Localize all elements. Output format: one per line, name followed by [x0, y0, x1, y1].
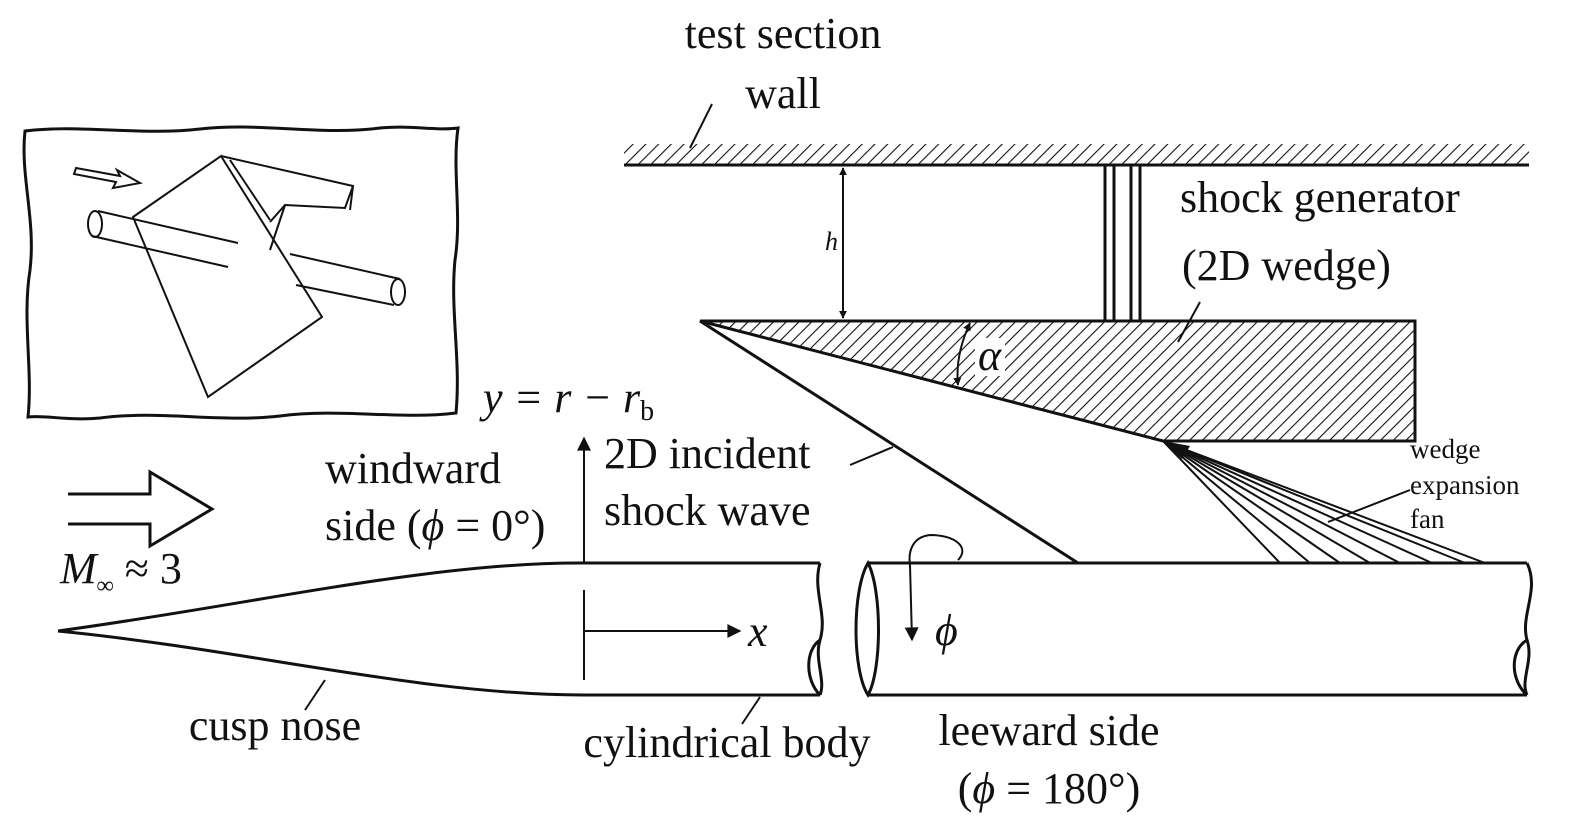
phi-label: ϕ — [935, 606, 958, 655]
shock-generator-strut — [1103, 165, 1142, 321]
inset-wedge-plate — [131, 154, 324, 399]
height-label: h — [825, 227, 838, 256]
wedge-2d-label: (2D wedge) — [1182, 241, 1391, 290]
expansion-fan-label-line3: fan — [1410, 504, 1445, 534]
wall-label: wall — [745, 69, 821, 118]
inset-frame — [22, 125, 460, 421]
incident-shock-wave — [699, 319, 1079, 565]
front-cylinder-break — [807, 562, 824, 697]
y-equation: y = r − r — [479, 373, 641, 422]
expansion-fan-label-line1: wedge — [1410, 434, 1480, 464]
expansion-fan-label-line2: expansion — [1410, 470, 1520, 500]
freestream-arrow — [68, 469, 215, 549]
inset-wedge-edge — [269, 204, 286, 251]
phi-rotation-arrow — [904, 533, 964, 642]
y-axis-label: y = r − rb — [479, 373, 654, 427]
shock-generator-wedge — [699, 319, 1417, 443]
incident-shock-label-line2: shock wave — [604, 486, 811, 535]
cusp-nose-label: cusp nose — [189, 701, 361, 750]
windward-label-line1: windward — [325, 444, 501, 493]
windward-label-suffix: = 0°) — [444, 501, 545, 550]
wedge-angle-arc — [953, 322, 971, 386]
cylindrical-body-label: cylindrical body — [583, 718, 870, 767]
y-equation-subscript: b — [640, 396, 654, 427]
wedge-expansion-fan — [1162, 440, 1486, 564]
cylindrical-body-leader — [741, 696, 761, 725]
leeward-label-suffix: = 180°) — [995, 764, 1140, 813]
mach-subscript: ∞ — [97, 573, 114, 599]
cusp-nose-body — [57, 561, 820, 697]
leeward-label-line2: (ϕ = 180°) — [958, 764, 1141, 813]
windward-phi: ϕ — [422, 501, 445, 550]
test-section-wall — [624, 103, 1529, 167]
leeward-label-prefix: ( — [958, 764, 973, 813]
shock-generator-label: shock generator — [1180, 173, 1460, 222]
inset-flow-arrow — [72, 166, 143, 190]
mach-value: ≈ 3 — [114, 544, 182, 593]
cusp-nose-leader — [304, 679, 326, 711]
inset-cylinder — [87, 210, 406, 306]
inset-wedge-edge — [349, 185, 354, 211]
leeward-label-line1: leeward side — [938, 706, 1159, 755]
inset-wedge-edge — [229, 159, 271, 221]
incident-shock-leader — [849, 446, 894, 466]
test-section-label: test section — [685, 9, 882, 58]
wedge-angle-label: α — [978, 331, 1002, 380]
mach-symbol: M — [59, 544, 99, 593]
inset-sketch — [22, 125, 460, 421]
expansion-fan-leader — [1327, 489, 1411, 523]
inset-wedge-edge — [220, 155, 355, 223]
alpha-label-bg — [975, 338, 1005, 376]
windward-label-line2: side (ϕ = 0°) — [325, 501, 545, 550]
leeward-phi: ϕ — [972, 764, 995, 813]
x-axis-label: x — [747, 607, 768, 656]
windward-label-prefix: side ( — [325, 501, 422, 550]
mach-number-label: M∞ ≈ 3 — [59, 544, 182, 599]
rear-cylinder — [854, 559, 1533, 698]
incident-shock-label-line1: 2D incident — [604, 429, 811, 478]
shock-generator-leader — [1177, 301, 1201, 343]
